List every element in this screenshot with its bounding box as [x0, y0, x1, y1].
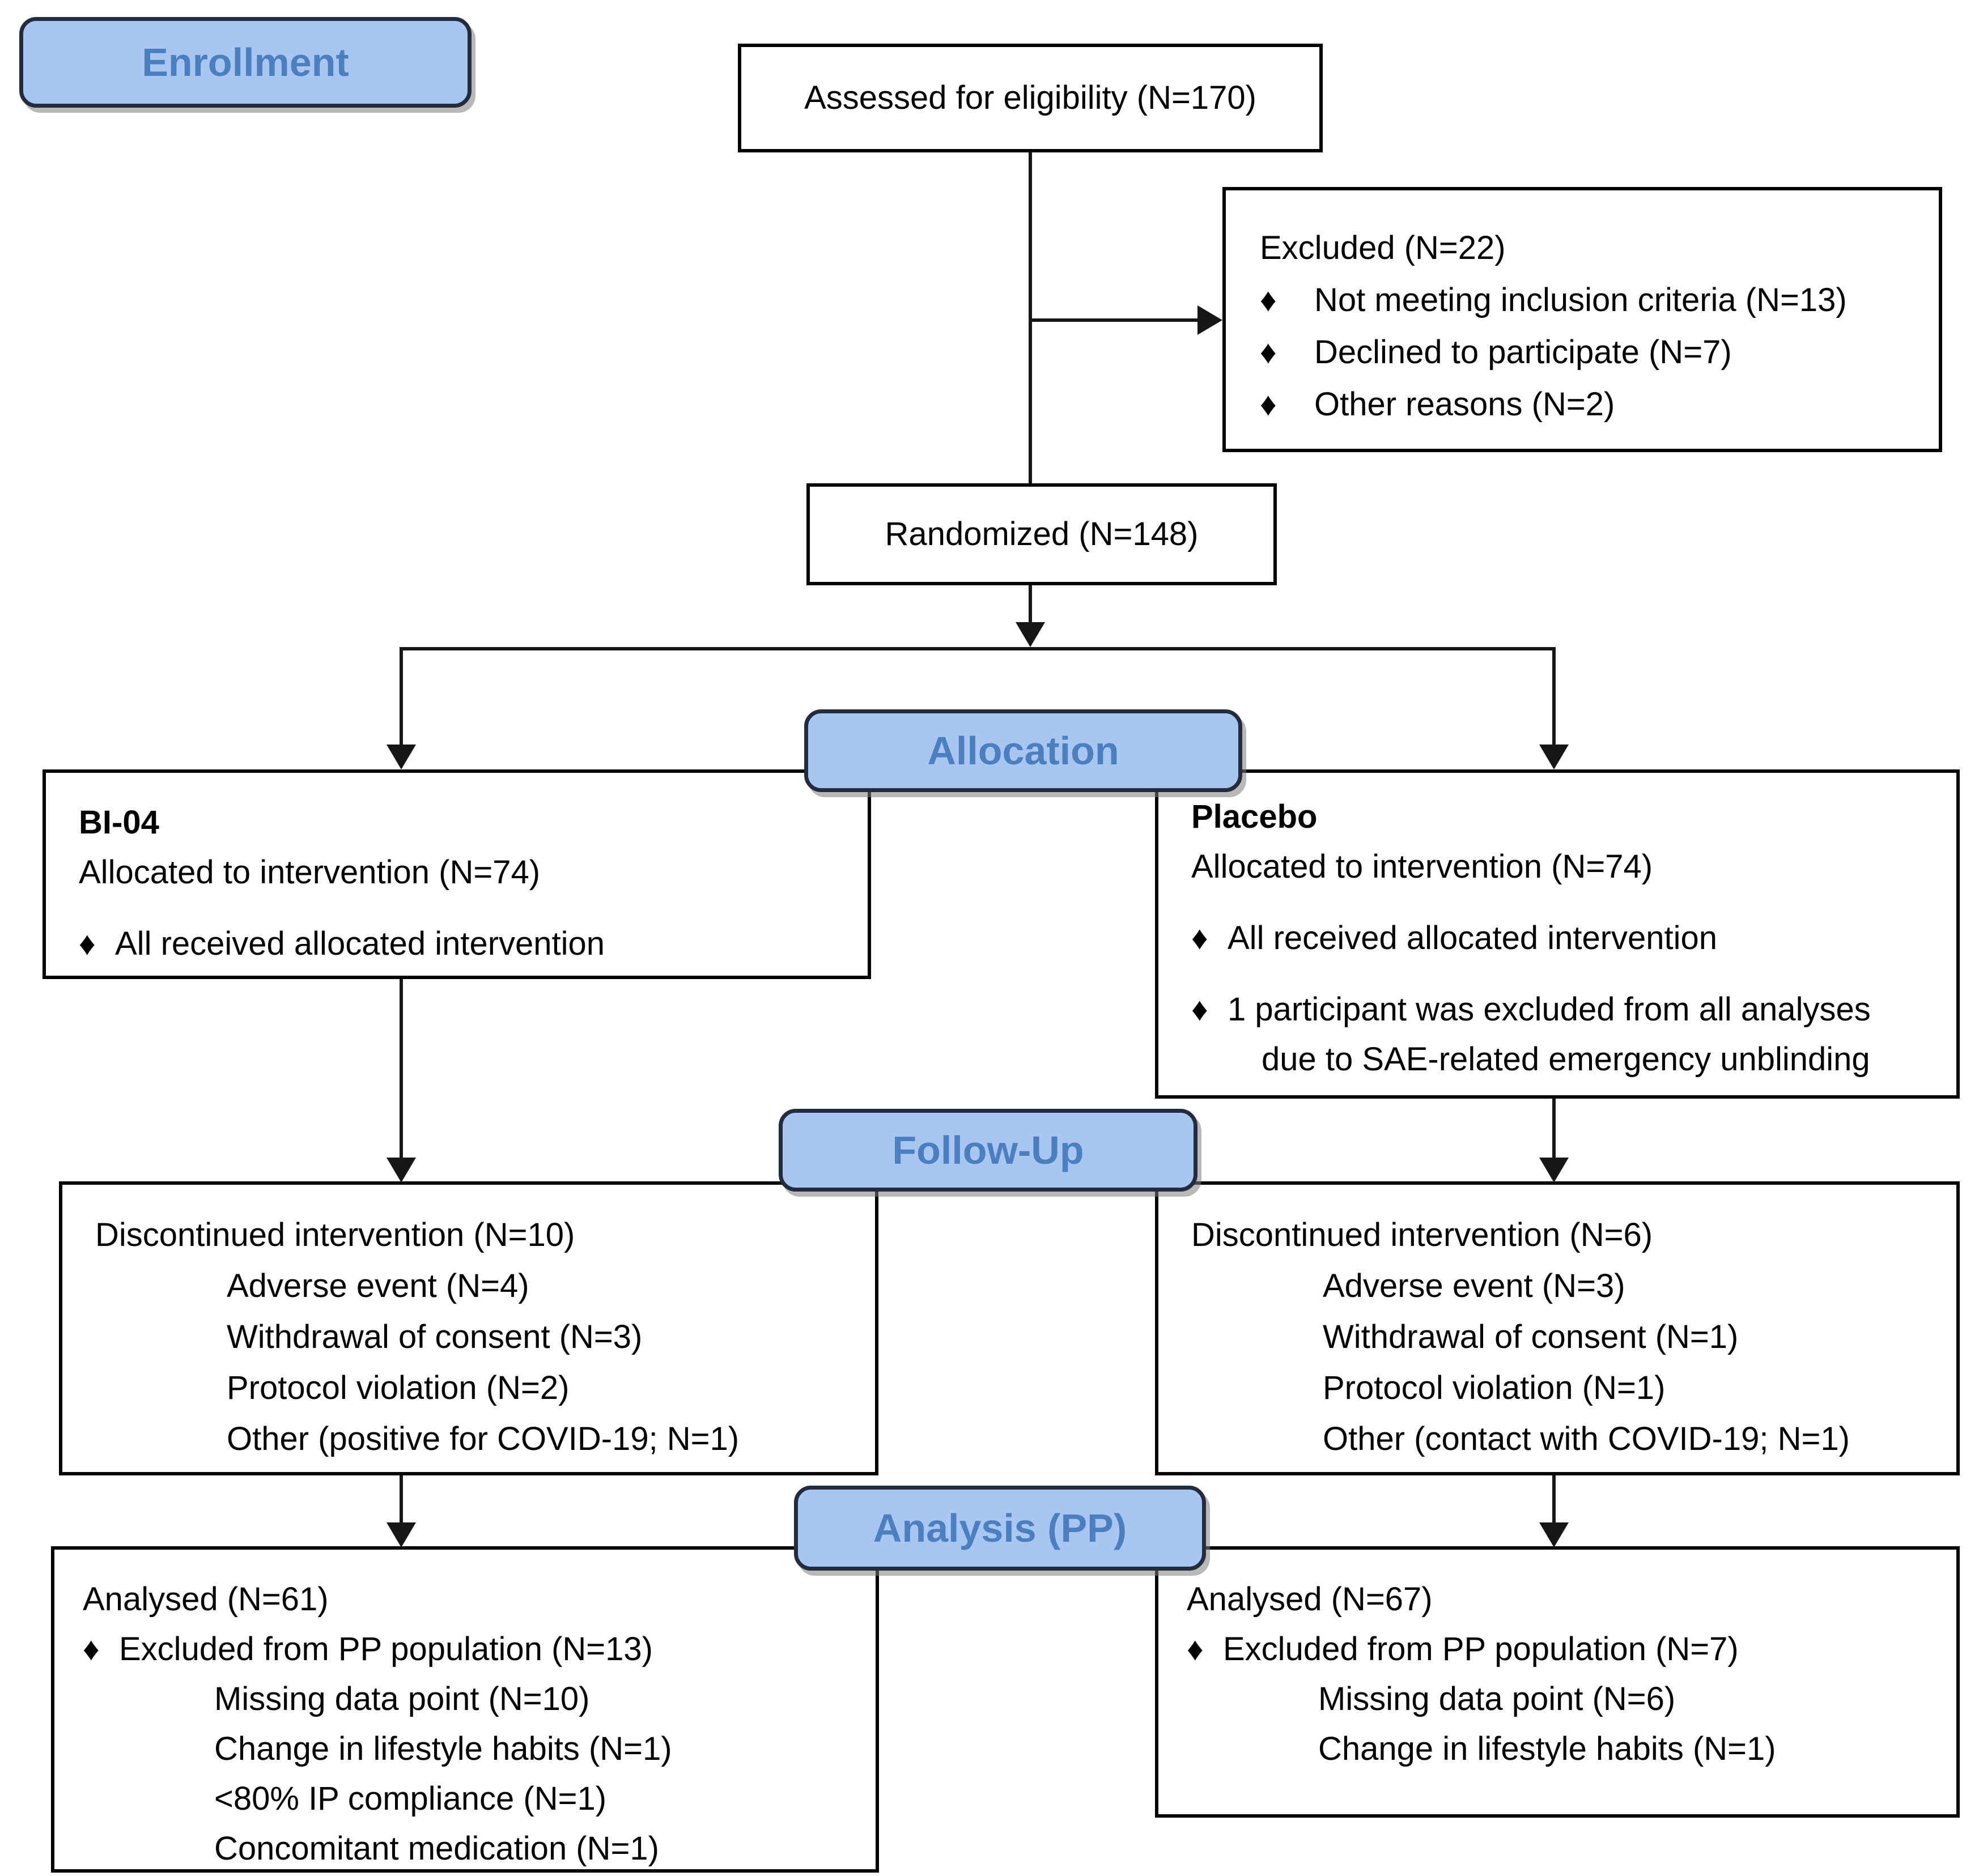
phase-badge-analysis-pp: Analysis (PP) — [794, 1486, 1206, 1571]
phase-badge-enrollment: Enrollment — [19, 17, 472, 108]
excluded-item: ♦ Declined to participate (N=7) — [1260, 326, 1905, 378]
analysis-item: <80% IP compliance (N=1) — [214, 1780, 607, 1817]
assessed-text: Assessed for eligibility (N=170) — [804, 79, 1256, 116]
excluded-item-text: Not meeting inclusion criteria (N=13) — [1314, 282, 1847, 318]
followup-box-bi04: Discontinued intervention (N=10) Adverse… — [59, 1181, 878, 1475]
analysis-box-placebo: Analysed (N=67) ♦ Excluded from PP popul… — [1155, 1546, 1960, 1818]
followup-title: Discontinued intervention (N=10) — [95, 1216, 575, 1253]
excluded-item-text: Other reasons (N=2) — [1314, 386, 1615, 423]
allocation-bullet-text: 1 participant was excluded from all anal… — [1228, 991, 1871, 1028]
analysis-item: Change in lifestyle habits (N=1) — [214, 1730, 672, 1767]
diamond-bullet-icon: ♦ — [1260, 386, 1277, 423]
connector-branch-to-placebo — [1552, 647, 1556, 745]
arrowhead-excluded — [1197, 305, 1222, 335]
arrowhead-branch — [1016, 622, 1045, 647]
arrowhead-followup-right — [1539, 1158, 1569, 1182]
diamond-bullet-icon: ♦ — [79, 925, 96, 962]
diamond-bullet-icon: ♦ — [1187, 1631, 1204, 1667]
connector-randomized-to-branch — [1029, 584, 1032, 623]
followup-item: Withdrawal of consent (N=3) — [227, 1318, 643, 1355]
randomized-box: Randomized (N=148) — [806, 483, 1277, 585]
diamond-bullet-icon: ♦ — [1191, 991, 1208, 1028]
connector-followup-to-analysis-right — [1552, 1475, 1556, 1522]
diamond-bullet-icon: ♦ — [1260, 334, 1277, 371]
analysis-excluded-text: Excluded from PP population (N=7) — [1223, 1631, 1739, 1667]
allocation-bullet: ♦ All received allocated intervention — [79, 919, 835, 969]
connector-bi04-to-followup — [400, 979, 403, 1158]
randomized-text: Randomized (N=148) — [885, 516, 1199, 552]
analysis-excluded-bullet: ♦ Excluded from PP population (N=7) — [1187, 1624, 1923, 1674]
analysed-title: Analysed (N=61) — [83, 1581, 329, 1618]
assessed-box: Assessed for eligibility (N=170) — [738, 44, 1323, 152]
followup-item: Protocol violation (N=1) — [1323, 1369, 1666, 1406]
excluded-item-text: Declined to participate (N=7) — [1314, 334, 1732, 371]
arrowhead-bi04 — [387, 745, 416, 769]
diamond-bullet-icon: ♦ — [1260, 282, 1277, 318]
arrowhead-analysis-right — [1539, 1522, 1569, 1547]
allocation-bullet-continuation: due to SAE-related emergency unblinding — [1262, 1041, 1870, 1078]
diamond-bullet-icon: ♦ — [83, 1631, 100, 1667]
phase-badge-label: Enrollment — [142, 40, 349, 84]
arrowhead-placebo — [1539, 745, 1569, 769]
arm-title: BI-04 — [79, 804, 159, 841]
excluded-item: ♦ Not meeting inclusion criteria (N=13) — [1260, 274, 1905, 326]
allocation-box-bi04: BI-04 Allocated to intervention (N=74) ♦… — [43, 769, 871, 979]
connector-followup-to-analysis-left — [400, 1475, 403, 1522]
phase-badge-followup: Follow-Up — [779, 1109, 1197, 1192]
allocation-box-placebo: Placebo Allocated to intervention (N=74)… — [1155, 769, 1960, 1099]
arm-title: Placebo — [1191, 798, 1318, 835]
excluded-box: Excluded (N=22) ♦ Not meeting inclusion … — [1222, 187, 1942, 452]
analysis-item: Missing data point (N=10) — [214, 1681, 590, 1717]
phase-badge-allocation: Allocation — [804, 709, 1242, 792]
followup-item: Adverse event (N=3) — [1323, 1267, 1625, 1304]
excluded-item: ♦ Other reasons (N=2) — [1260, 378, 1905, 431]
analysis-item: Missing data point (N=6) — [1318, 1681, 1676, 1717]
followup-item: Other (positive for COVID-19; N=1) — [227, 1420, 740, 1457]
allocation-bullet-text: All received allocated intervention — [115, 925, 605, 962]
followup-item: Protocol violation (N=2) — [227, 1369, 570, 1406]
connector-to-excluded — [1030, 318, 1197, 322]
allocation-bullet: ♦ All received allocated intervention — [1191, 913, 1923, 963]
branch-line-allocation — [400, 647, 1556, 650]
allocation-bullet: ♦ 1 participant was excluded from all an… — [1191, 985, 1923, 1035]
arrowhead-analysis-left — [387, 1522, 416, 1547]
arrowhead-followup-left — [387, 1158, 416, 1182]
followup-item: Withdrawal of consent (N=1) — [1323, 1318, 1739, 1355]
analysed-title: Analysed (N=67) — [1187, 1581, 1433, 1618]
analysis-item: Concomitant medication (N=1) — [214, 1830, 659, 1867]
analysis-excluded-bullet: ♦ Excluded from PP population (N=13) — [83, 1624, 843, 1674]
phase-badge-label: Allocation — [927, 729, 1119, 773]
followup-item: Other (contact with COVID-19; N=1) — [1323, 1420, 1850, 1457]
allocated-line: Allocated to intervention (N=74) — [79, 854, 541, 891]
allocated-line: Allocated to intervention (N=74) — [1191, 848, 1653, 885]
phase-badge-label: Follow-Up — [892, 1128, 1084, 1172]
connector-branch-to-bi04 — [400, 647, 403, 745]
followup-title: Discontinued intervention (N=6) — [1191, 1216, 1653, 1253]
followup-item: Adverse event (N=4) — [227, 1267, 529, 1304]
analysis-excluded-text: Excluded from PP population (N=13) — [119, 1631, 653, 1667]
followup-box-placebo: Discontinued intervention (N=6) Adverse … — [1155, 1181, 1960, 1475]
phase-badge-label: Analysis (PP) — [873, 1506, 1127, 1550]
diamond-bullet-icon: ♦ — [1191, 920, 1208, 956]
allocation-bullet-text: All received allocated intervention — [1228, 920, 1718, 956]
analysis-item: Change in lifestyle habits (N=1) — [1318, 1730, 1776, 1767]
excluded-title: Excluded (N=22) — [1260, 229, 1506, 266]
analysis-box-bi04: Analysed (N=61) ♦ Excluded from PP popul… — [51, 1546, 879, 1873]
connector-placebo-to-followup — [1552, 1099, 1556, 1158]
